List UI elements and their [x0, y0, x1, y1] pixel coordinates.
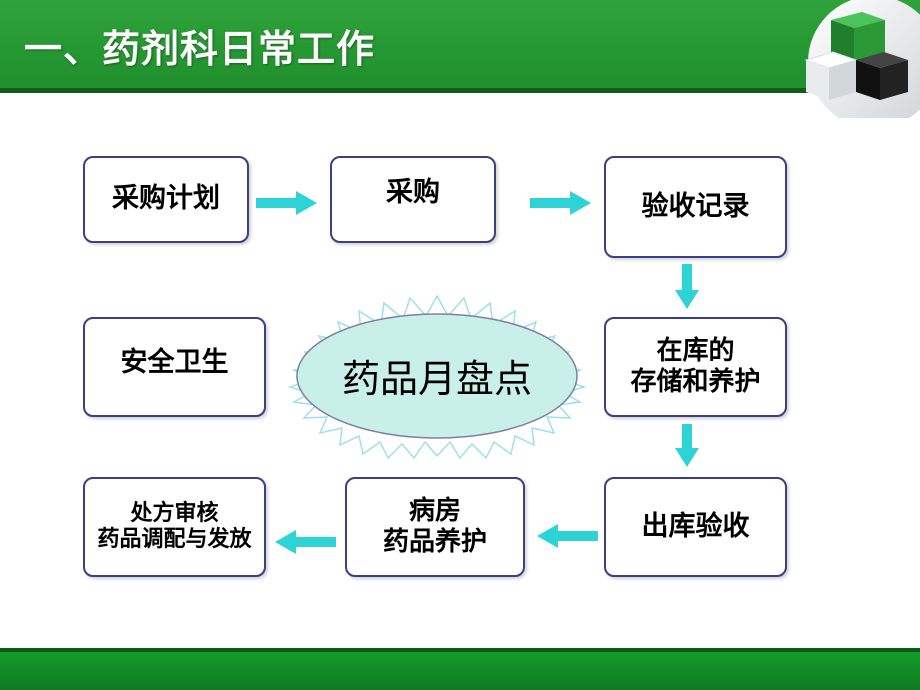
header-divider — [0, 88, 920, 93]
slide-title: 一、药剂科日常工作 — [24, 27, 376, 71]
ward-line2: 药品养护 — [382, 527, 487, 557]
arrow-icon — [530, 191, 591, 215]
starburst-ellipse-icon — [287, 294, 587, 460]
outbound-inspection-box: 出库验收 — [604, 477, 787, 577]
storage-line1: 在库的 — [656, 335, 735, 366]
outbound-inspection-label: 出库验收 — [641, 510, 750, 542]
procurement-plan-label: 采购计划 — [112, 183, 220, 215]
dispensing-line1: 处方审核 — [130, 500, 219, 526]
arrow-icon — [675, 264, 699, 309]
monthly-inventory-label: 药品月盘点 — [341, 357, 532, 401]
inspection-record-label: 验收记录 — [641, 190, 750, 222]
arrow-icon — [675, 424, 699, 467]
storage-maintenance-box: 在库的 存储和养护 — [604, 317, 787, 417]
dispensing-line2: 药品调配与发放 — [97, 527, 252, 552]
arrow-icon — [537, 524, 598, 548]
slide-header: 一、药剂科日常工作 — [0, 0, 920, 90]
inspection-record-box: 验收记录 — [604, 156, 787, 258]
procurement-label: 采购 — [386, 177, 440, 209]
cubes-logo-icon — [804, 0, 920, 118]
slide-footer — [0, 652, 920, 690]
safety-hygiene-label: 安全卫生 — [120, 346, 229, 378]
ward-maintenance-box: 病房 药品养护 — [345, 477, 525, 577]
footer-divider — [0, 648, 920, 652]
procurement-plan-box: 采购计划 — [83, 156, 249, 243]
arrow-icon — [275, 530, 336, 554]
storage-line2: 存储和养护 — [630, 367, 761, 397]
ward-line1: 病房 — [408, 495, 461, 526]
safety-hygiene-box: 安全卫生 — [83, 317, 266, 417]
procurement-box: 采购 — [330, 156, 496, 243]
arrow-icon — [256, 191, 317, 215]
prescription-dispensing-box: 处方审核 药品调配与发放 — [83, 477, 266, 577]
